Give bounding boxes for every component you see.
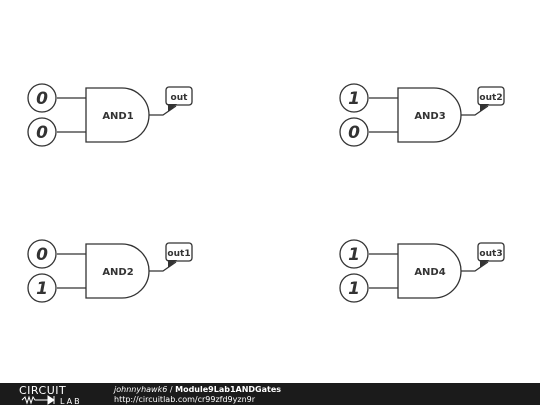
output-probe-box[interactable] [477, 86, 505, 106]
output-probe-pointer [168, 104, 177, 112]
credit-block: johnnyhawk6 / Module9Lab1ANDGates http:/… [114, 385, 281, 404]
gate-label: AND2 [102, 267, 133, 278]
author-link[interactable]: johnnyhawk6 [114, 385, 168, 394]
output-label: out2 [479, 93, 502, 103]
input-value: 1 [348, 245, 360, 265]
output-probe-pointer [168, 260, 177, 268]
footer-bar: CIRCUIT LAB johnnyhawk6 / Module9Lab1AND… [0, 383, 540, 405]
output-wire [149, 105, 177, 116]
and-gate-body [397, 243, 462, 299]
and-gate-body [85, 243, 150, 299]
gate-label: AND3 [414, 111, 445, 122]
input-source-circle[interactable] [339, 273, 369, 303]
input-source-circle[interactable] [27, 273, 57, 303]
and-gate-2[interactable]: 1 0 AND3 out2 [339, 83, 505, 147]
input-value: 1 [36, 279, 48, 299]
input-source-circle[interactable] [27, 83, 57, 113]
output-wire [149, 261, 177, 272]
input-value: 1 [348, 89, 360, 109]
input-source-circle[interactable] [27, 117, 57, 147]
output-label: out3 [479, 249, 502, 259]
gate-label: AND1 [102, 111, 133, 122]
credit-separator: / [169, 385, 173, 394]
input-source-circle[interactable] [339, 117, 369, 147]
circuit-title[interactable]: Module9Lab1ANDGates [175, 385, 282, 394]
input-value: 1 [348, 279, 360, 299]
and-gate-3[interactable]: 0 1 AND2 out1 [27, 239, 193, 303]
circuitlab-logo: CIRCUIT LAB [19, 384, 82, 405]
output-wire [461, 105, 489, 116]
and-gate-body [85, 87, 150, 143]
input-value: 0 [36, 89, 48, 109]
input-source-circle[interactable] [339, 83, 369, 113]
and-gate-body [397, 87, 462, 143]
output-label: out1 [167, 249, 190, 259]
output-probe-box[interactable] [477, 242, 505, 262]
logo-diode-icon [21, 395, 55, 405]
output-label: out [171, 93, 189, 103]
input-value: 0 [36, 123, 48, 143]
logo-lab-text: LAB [60, 397, 82, 405]
circuit-url-link[interactable]: http://circuitlab.com/cr99zfd9yzn9r [114, 395, 256, 404]
output-probe-pointer [480, 104, 489, 112]
output-probe-box[interactable] [165, 86, 193, 106]
logo-circuit-text: CIRCUIT [19, 384, 66, 397]
gate-label: AND4 [414, 267, 445, 278]
input-value: 0 [348, 123, 360, 143]
output-probe-pointer [480, 260, 489, 268]
input-source-circle[interactable] [339, 239, 369, 269]
output-wire [461, 261, 489, 272]
output-probe-box[interactable] [165, 242, 193, 262]
input-source-circle[interactable] [27, 239, 57, 269]
input-value: 0 [36, 245, 48, 265]
